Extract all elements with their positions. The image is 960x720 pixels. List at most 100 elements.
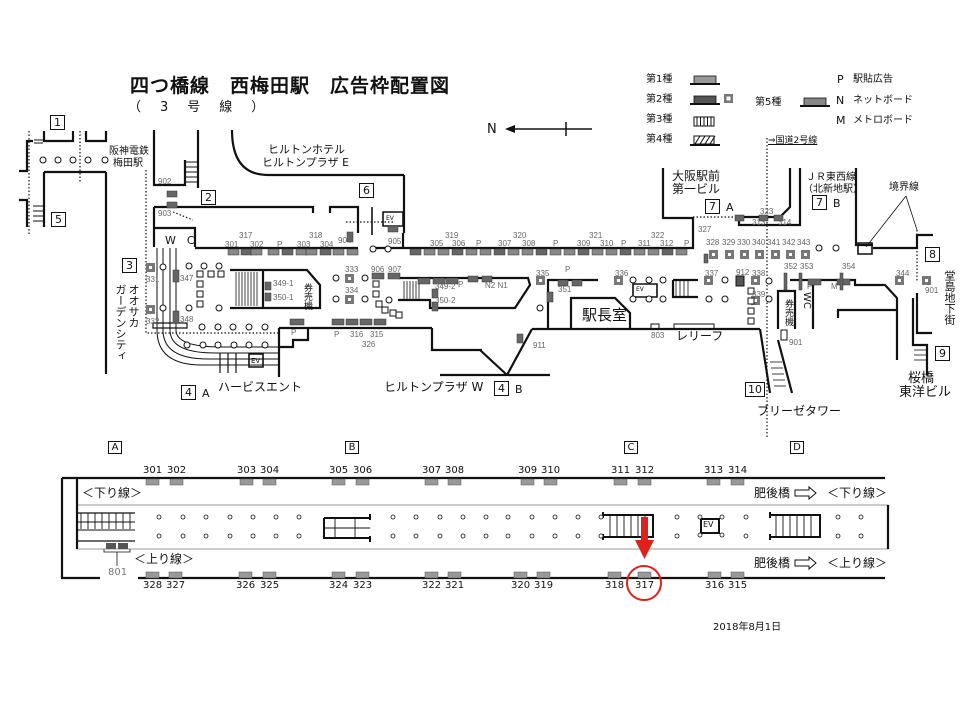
platform-ad-frame (513, 571, 528, 579)
map-line (19, 198, 29, 227)
ad-frame (281, 248, 294, 256)
pillar-icon (598, 514, 604, 520)
place-label: 境界線 (889, 182, 919, 193)
place-label: 東洋ビル (899, 385, 952, 400)
pillar-icon (229, 323, 237, 331)
legend-type4-hatch (704, 135, 711, 145)
pillar-icon (250, 514, 256, 520)
pillar-icon (697, 514, 703, 520)
pillar-icon (39, 156, 47, 164)
type2-ad-square-center (804, 253, 807, 256)
concourse-ad-label: 309 (577, 239, 591, 248)
platform-edge (60, 476, 885, 580)
legend-m-label: メトロボード (853, 115, 913, 126)
pillar-icon (159, 263, 167, 271)
map-line (152, 130, 200, 188)
ad-frame (409, 248, 422, 256)
platform-ad-frame (331, 571, 346, 579)
pillar-icon (437, 533, 443, 539)
ad-frame (166, 201, 178, 209)
ad-frame (591, 248, 604, 256)
map-line (230, 268, 322, 310)
pillar-icon (227, 533, 233, 539)
concourse-ad-label: 350-1 (273, 293, 294, 302)
concourse-ad-label: 333 (345, 265, 359, 274)
bench-ad-frame (106, 543, 116, 549)
ad-frame (546, 291, 554, 303)
ad-frame (305, 248, 318, 256)
platform-ad-label: 322 (422, 580, 442, 591)
ad-frame (172, 310, 180, 324)
platform-ad-label: 310 (541, 465, 561, 476)
ticket-gate-icon (747, 287, 755, 295)
concourse-ad-label: N2 N1 (485, 281, 508, 290)
bench-ad-frame (118, 543, 128, 549)
boundary-dotted-line (172, 211, 194, 221)
pillar-icon (214, 341, 222, 349)
legend-type3: 第3種 (646, 114, 673, 125)
map-line (854, 168, 933, 250)
ad-frame (467, 275, 479, 283)
concourse-ad-label: 305 (430, 239, 444, 248)
concourse-ad-label: P (291, 328, 297, 337)
platform-ad-frame (637, 571, 652, 579)
elevator-box (248, 353, 264, 368)
place-label: ブリーゼタワー (757, 404, 842, 418)
ad-frame (371, 272, 385, 280)
ad-frame (465, 248, 478, 256)
ad-frame (227, 248, 240, 256)
page-title: 四つ橋線 西梅田駅 広告枠配置図 (130, 75, 451, 97)
platform-ad-label: 301 (143, 465, 163, 476)
place-label: ＪＲ東西線 (806, 172, 856, 183)
exit-9-marker: 9 (935, 346, 950, 361)
platform-ad-label: 318 (605, 580, 625, 591)
section-marker-c: C (624, 441, 638, 454)
concourse-ad-label: 321 (589, 231, 603, 240)
pillar-icon (721, 295, 729, 303)
concourse-ad-label: 308 (522, 239, 536, 248)
ad-frame (798, 272, 803, 291)
map-line (737, 168, 802, 227)
concourse-ad-label: P (334, 330, 340, 339)
concourse-ad-label: 342 (782, 238, 796, 247)
platform-ad-label: 327 (166, 580, 186, 591)
pillar-icon (185, 304, 193, 312)
ad-frame (675, 248, 688, 256)
exit-5-marker: 5 (51, 212, 66, 227)
platform-ad-frame (447, 478, 462, 486)
concourse-ad-label: 341 (767, 238, 781, 247)
concourse-ad-label: 322 (651, 231, 665, 240)
ad-frame (387, 272, 401, 280)
ad-frame (773, 214, 784, 222)
ad-frame (734, 214, 745, 222)
concourse-ad-label: 316 (350, 330, 364, 339)
map-line (42, 170, 108, 374)
pillar-icon (332, 274, 340, 282)
pillar-icon (629, 295, 637, 303)
concourse-ad-label: 327 (698, 225, 712, 234)
ticket-gate-icon (196, 270, 204, 278)
platform-ad-label: 302 (167, 465, 187, 476)
platform-ad-label: 321 (445, 580, 465, 591)
pillar-icon (261, 323, 269, 331)
pillar-icon (835, 533, 841, 539)
ticket-gate-icon (747, 317, 755, 325)
concourse-ad-label: 901 (789, 338, 803, 347)
platform-ad-label: 307 (422, 465, 442, 476)
pillar-icon (832, 244, 840, 252)
pillar-icon (505, 533, 511, 539)
concourse-ad-label: 344 (896, 269, 910, 278)
platform-ad-frame (447, 571, 462, 579)
platform-ad-frame (262, 571, 277, 579)
platform-ad-label: 313 (704, 465, 724, 476)
place-label: 阪神電鉄 (109, 146, 149, 157)
map-line (77, 521, 135, 531)
elevator-box (382, 211, 404, 227)
platform-ad-label: 317 (635, 580, 655, 591)
ad-frame (836, 278, 851, 286)
place-label: W C (165, 234, 195, 247)
pillar-icon (529, 533, 535, 539)
map-line (776, 278, 899, 360)
concourse-ad-label: 332 (146, 317, 160, 326)
elevator-box (632, 283, 658, 298)
